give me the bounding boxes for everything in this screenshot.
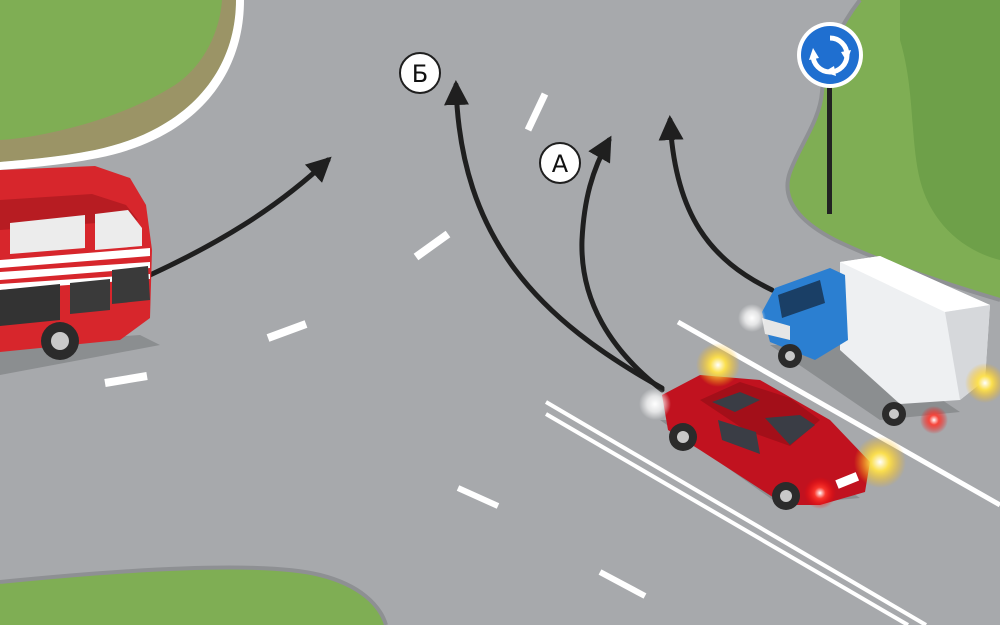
truck-route-arrow (658, 115, 775, 293)
svg-text:Б: Б (412, 60, 428, 88)
grass-top-left (0, 0, 244, 170)
truck-icon (738, 256, 1000, 434)
route-arrows (147, 80, 775, 393)
svg-text:А: А (552, 150, 569, 178)
lane-markings (104, 92, 1000, 625)
route-b-arrow (444, 80, 665, 391)
route-label-b: Б (399, 52, 441, 94)
bus-icon (0, 166, 160, 375)
route-a-arrow (579, 135, 665, 393)
route-label-a: А (539, 142, 581, 184)
grass-bottom-left (0, 565, 388, 625)
bus-route-arrow (147, 156, 332, 278)
car-icon (639, 343, 906, 510)
roundabout-sign-icon (797, 22, 863, 214)
